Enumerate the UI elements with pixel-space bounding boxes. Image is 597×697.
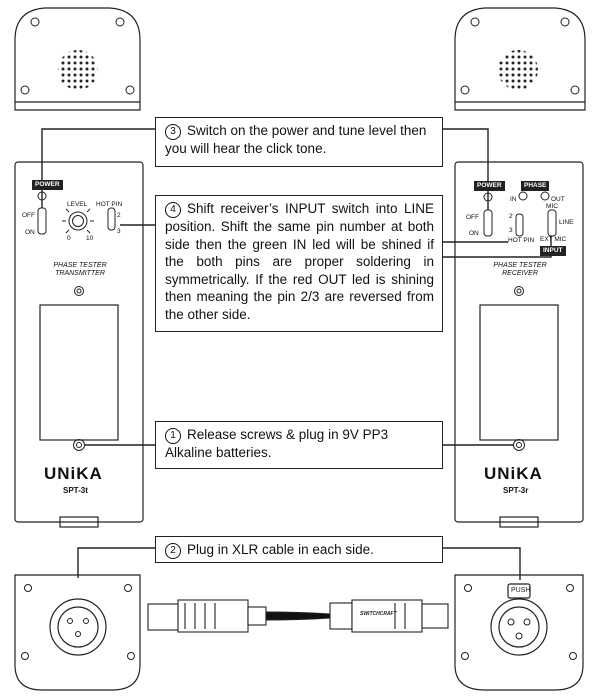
step-number-3: 3 bbox=[165, 124, 181, 140]
transmitter-title-1: PHASE TESTER bbox=[53, 262, 107, 269]
callout-step-3-text: Switch on the power and tune level then … bbox=[165, 123, 427, 156]
receiver-top-screws bbox=[460, 17, 580, 95]
transmitter-switches bbox=[37, 191, 116, 235]
receiver-power-tag: POWER bbox=[474, 181, 505, 191]
transmitter-power-tag: POWER bbox=[32, 180, 63, 190]
callout-step-1-text: Release screws & plug in 9V PP3 Alkaline… bbox=[165, 427, 389, 460]
callout-step-4-text: Shift receiver’s INPUT switch into LINE … bbox=[165, 201, 434, 322]
transmitter-body-screws bbox=[73, 286, 85, 451]
receiver-xlr-housing bbox=[454, 574, 584, 691]
transmitter-level-knob bbox=[62, 208, 94, 234]
transmitter-on-label: ON bbox=[25, 229, 35, 236]
step-number-1: 1 bbox=[165, 428, 181, 444]
transmitter-speaker-grille bbox=[58, 50, 98, 90]
receiver-title-1: PHASE TESTER bbox=[493, 262, 547, 269]
transmitter-xlr-housing bbox=[14, 574, 141, 691]
transmitter-brand-logo: UNiKA bbox=[44, 464, 103, 483]
callout-step-2-text: Plug in XLR cable in each side. bbox=[187, 542, 374, 557]
receiver-off-label: OFF bbox=[466, 214, 479, 221]
receiver-switches-and-leds bbox=[483, 191, 557, 237]
transmitter-bottom-screws bbox=[21, 584, 135, 660]
transmitter-model: SPT-3t bbox=[63, 486, 88, 495]
transmitter-top-housing bbox=[14, 7, 141, 111]
receiver-mic-label: MIC bbox=[546, 203, 558, 210]
receiver-bottom-screws bbox=[461, 584, 577, 660]
receiver-on-label: ON bbox=[469, 230, 479, 237]
transmitter-hot-pin-label: HOT PIN bbox=[96, 201, 123, 208]
receiver-top-housing bbox=[454, 7, 586, 111]
receiver-body-screws bbox=[513, 286, 525, 451]
transmitter-pin2-label: 2 bbox=[117, 212, 121, 219]
receiver-xlr-sockets bbox=[507, 618, 531, 640]
xlr-cable bbox=[147, 599, 449, 633]
receiver-ext-mic-label: EXT MIC bbox=[540, 236, 567, 243]
transmitter-off-label: OFF bbox=[22, 212, 35, 219]
transmitter-pin3-label: 3 bbox=[117, 228, 121, 235]
receiver-speaker-grille bbox=[498, 50, 538, 90]
transmitter-title-2: TRANSMITTER bbox=[55, 270, 105, 277]
receiver-pin2-label: 2 bbox=[509, 213, 513, 220]
receiver-title-2: RECEIVER bbox=[502, 270, 538, 277]
push-label: PUSH bbox=[511, 587, 531, 594]
receiver-input-tag: INPUT bbox=[540, 246, 566, 256]
receiver-line-label: LINE bbox=[559, 219, 574, 226]
transmitter-xlr-pins bbox=[67, 618, 89, 637]
callout-step-2: 2 Plug in XLR cable in each side. bbox=[155, 536, 443, 563]
receiver-hot-pin-label: HOT PIN bbox=[508, 237, 535, 245]
transmitter-level-label: LEVEL bbox=[67, 201, 88, 208]
transmitter-level-min: 0 bbox=[67, 235, 71, 242]
step-number-4: 4 bbox=[165, 202, 181, 218]
receiver-model: SPT-3r bbox=[503, 486, 529, 495]
step-number-2: 2 bbox=[165, 543, 181, 559]
receiver-in-label: IN bbox=[510, 196, 517, 203]
receiver-pin3-label: 3 bbox=[509, 227, 513, 234]
transmitter-level-max: 10 bbox=[86, 235, 94, 242]
receiver-brand-logo: UNiKA bbox=[484, 464, 543, 483]
receiver-out-label: OUT bbox=[551, 196, 565, 203]
cable-brand-label: SWITCHCRAFT bbox=[360, 611, 397, 617]
transmitter-body bbox=[14, 161, 144, 528]
receiver-phase-tag: PHASE bbox=[521, 181, 550, 191]
transmitter-top-screws bbox=[20, 17, 135, 95]
